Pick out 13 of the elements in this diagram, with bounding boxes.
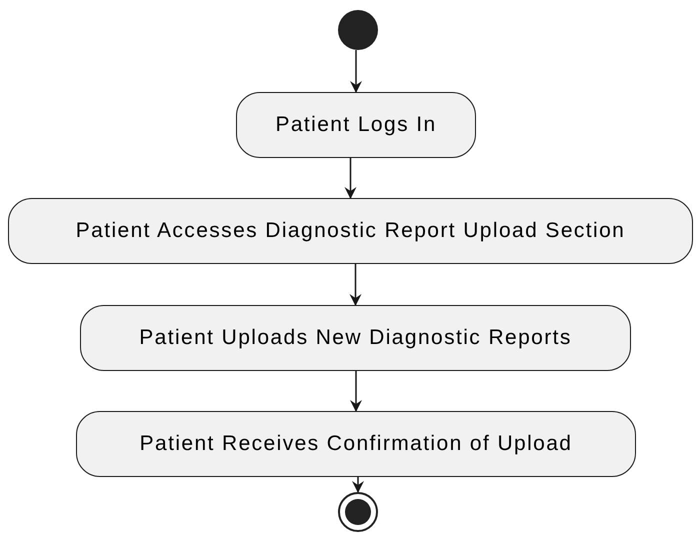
action-label: Patient Accesses Diagnostic Report Upload Section bbox=[76, 219, 626, 243]
action-box bbox=[236, 92, 476, 158]
arrow bbox=[344, 158, 356, 199]
action-label: Patient Uploads New Diagnostic Reports bbox=[139, 326, 572, 350]
action-label: Patient Receives Confirmation of Upload bbox=[140, 432, 572, 456]
arrow bbox=[350, 371, 362, 412]
arrow bbox=[350, 264, 362, 306]
action-box bbox=[76, 411, 636, 477]
arrow bbox=[352, 477, 364, 493]
action-box bbox=[8, 198, 693, 264]
arrow bbox=[350, 50, 362, 93]
action-label: Patient Logs In bbox=[275, 113, 437, 137]
action-box bbox=[80, 305, 631, 371]
